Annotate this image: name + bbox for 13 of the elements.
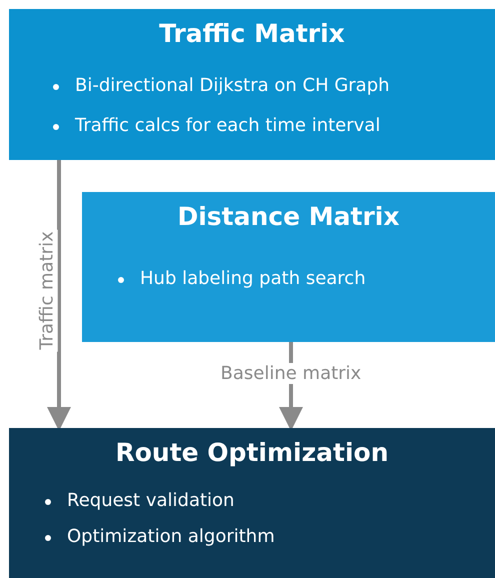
box-title: Route Optimization (114, 438, 390, 467)
process-box (9, 9, 495, 160)
bullet-item: Request validation (67, 490, 234, 511)
process-box (82, 192, 495, 342)
arrow (47, 160, 71, 431)
process-box (9, 428, 495, 578)
bullet-item: Traffic calcs for each time interval (75, 115, 380, 136)
bullet-item: Optimization algorithm (67, 526, 275, 547)
box-title: Traffic Matrix (158, 19, 346, 48)
edge-label: Traffic matrix (36, 228, 58, 352)
bullet-item: Hub labeling path search (140, 268, 366, 289)
box-title: Distance Matrix (176, 202, 401, 231)
bullet-item: Bi-directional Dijkstra on CH Graph (75, 75, 390, 96)
